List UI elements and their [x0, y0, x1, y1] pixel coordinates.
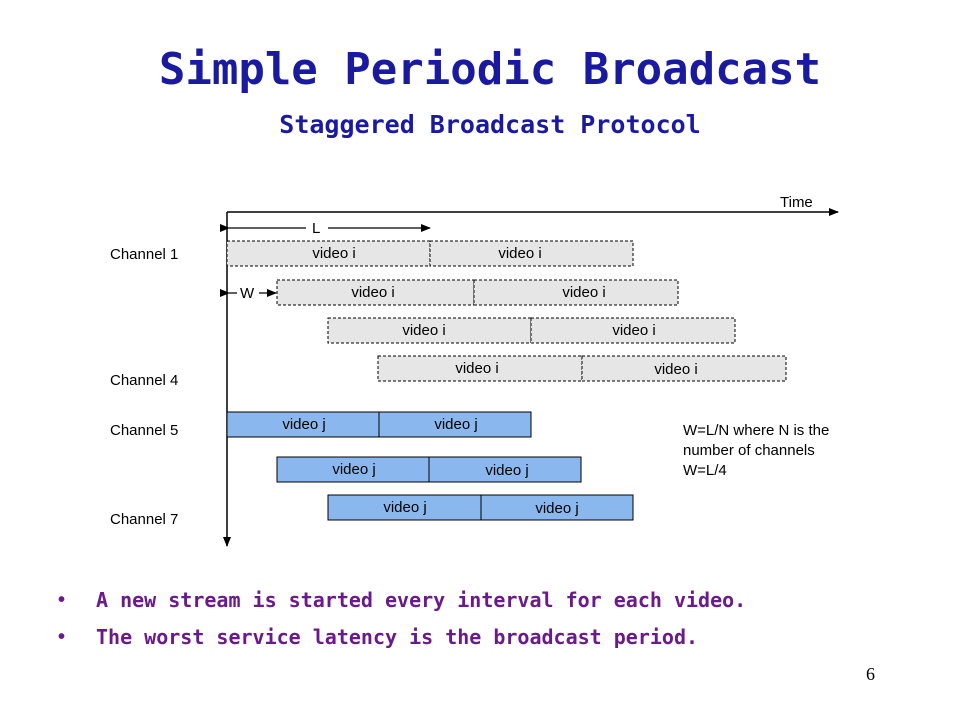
- video-i-label: video i: [351, 284, 394, 301]
- video-i-label: video i: [562, 284, 605, 301]
- video-i-segment: [226, 240, 431, 267]
- channel-7-label: Channel 7: [110, 511, 178, 528]
- video-j-label: video j: [434, 416, 477, 433]
- video-i-segment: [581, 355, 787, 382]
- channel-1-label: Channel 1: [110, 246, 178, 263]
- video-i-label: video i: [402, 322, 445, 339]
- l-dimension-label: L: [312, 220, 320, 237]
- bullet-item: • The worst service latency is the broadc…: [58, 622, 746, 659]
- bullet-text: The worst service latency is the broadca…: [96, 625, 699, 649]
- video-j-label: video j: [535, 500, 578, 517]
- video-i-label: video i: [312, 245, 355, 262]
- channel-4-label: Channel 4: [110, 372, 178, 389]
- note-line-1: W=L/N where N is the: [683, 422, 829, 439]
- video-i-label: video i: [498, 245, 541, 262]
- video-j-segment: [276, 456, 430, 483]
- slide-subtitle: Staggered Broadcast Protocol: [279, 110, 701, 139]
- video-i-segment: [429, 240, 634, 267]
- bullet-text: A new stream is started every interval f…: [96, 588, 747, 612]
- note-line-2: number of channels: [683, 442, 815, 459]
- bullet-dot-icon: •: [58, 626, 66, 648]
- w-dimension-label: W: [240, 285, 255, 302]
- bullet-dot-icon: •: [58, 589, 66, 611]
- video-i-segment: [276, 279, 475, 306]
- video-j-segment: [428, 456, 582, 483]
- video-j-label: video j: [383, 499, 426, 516]
- video-j-segment: [480, 494, 634, 521]
- video-j-label: video j: [485, 462, 528, 479]
- video-i-label: video i: [654, 361, 697, 378]
- video-j-label: video j: [282, 416, 325, 433]
- video-i-segment: [377, 355, 583, 382]
- video-j-segment: [378, 411, 532, 438]
- video-i-label: video i: [612, 322, 655, 339]
- bullet-list: • A new stream is started every interval …: [58, 585, 746, 659]
- channel-5-label: Channel 5: [110, 422, 178, 439]
- slide-title: Simple Periodic Broadcast: [158, 44, 822, 95]
- video-i-segment: [473, 279, 679, 306]
- page-number: 6: [866, 664, 875, 684]
- video-i-label: video i: [455, 360, 498, 377]
- video-i-segment: [530, 317, 736, 344]
- bullet-item: • A new stream is started every interval …: [58, 585, 746, 622]
- time-axis-label: Time: [780, 194, 813, 211]
- note-line-3: W=L/4: [683, 462, 727, 479]
- video-j-label: video j: [332, 461, 375, 478]
- video-j-segment: [327, 494, 482, 521]
- video-i-segment: [327, 317, 532, 344]
